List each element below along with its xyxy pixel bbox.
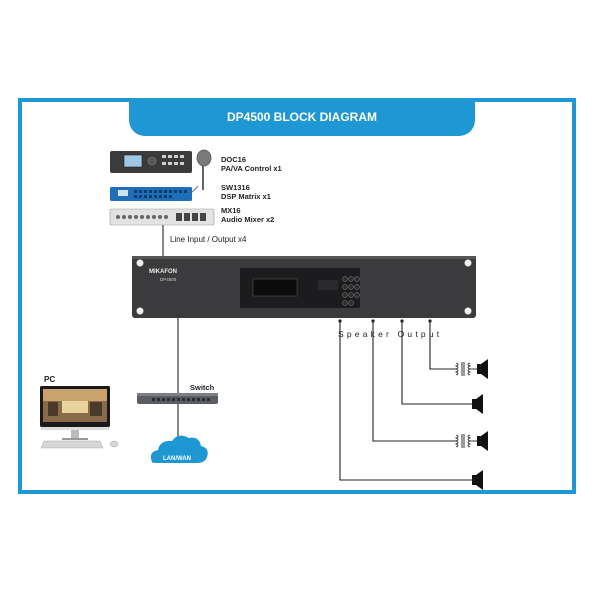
speaker-wire-1 <box>339 321 472 481</box>
speaker-terminals <box>338 319 432 323</box>
mx16-desc: Audio Mixer x2 <box>221 214 275 224</box>
sw1316-desc: DSP Matrix x1 <box>221 191 271 201</box>
pc-label: PC <box>44 375 56 384</box>
mx16-device <box>109 208 215 226</box>
sw1316-label: SW1316 DSP Matrix x1 <box>221 183 271 201</box>
sw1316-model: SW1316 <box>221 183 250 192</box>
speaker-wire-2 <box>372 321 456 442</box>
transformer-icon <box>454 434 477 448</box>
pc-monitor-icon <box>40 386 110 440</box>
doc16-label: DOC16 PA/VA Control x1 <box>221 155 282 173</box>
transformer-icon <box>454 362 477 376</box>
line-io-label: Line Input / Output x4 <box>170 235 247 244</box>
sw1316-device <box>110 187 192 201</box>
diagram-title: DP4500 BLOCK DIAGRAM <box>129 100 475 136</box>
doc16-desc: PA/VA Control x1 <box>221 163 282 173</box>
main-unit-brand: MIKAFON <box>149 269 177 275</box>
mx16-label: MX16 Audio Mixer x2 <box>221 206 275 224</box>
mouse-icon <box>109 440 119 448</box>
speaker-icon <box>477 359 488 379</box>
speaker-icon <box>472 394 483 414</box>
speaker-wire-4 <box>429 321 456 370</box>
speaker-output-label: Speaker Output <box>338 329 443 339</box>
switch-label: Switch <box>190 383 215 392</box>
connection-lines <box>162 224 472 481</box>
doc16-model: DOC16 <box>221 155 247 164</box>
speaker-icon <box>472 470 483 490</box>
keyboard-icon <box>40 440 104 449</box>
dp4500-main-unit <box>132 256 476 318</box>
speaker-wire-3 <box>401 321 472 405</box>
mx16-model: MX16 <box>221 206 241 215</box>
main-unit-model: DP4500 <box>160 277 177 282</box>
cloud-icon <box>150 435 208 463</box>
speaker-icon <box>477 431 488 451</box>
doc16-device <box>110 149 212 197</box>
cloud-label: LAN/WAN <box>163 456 191 462</box>
network-switch-icon <box>137 393 218 404</box>
